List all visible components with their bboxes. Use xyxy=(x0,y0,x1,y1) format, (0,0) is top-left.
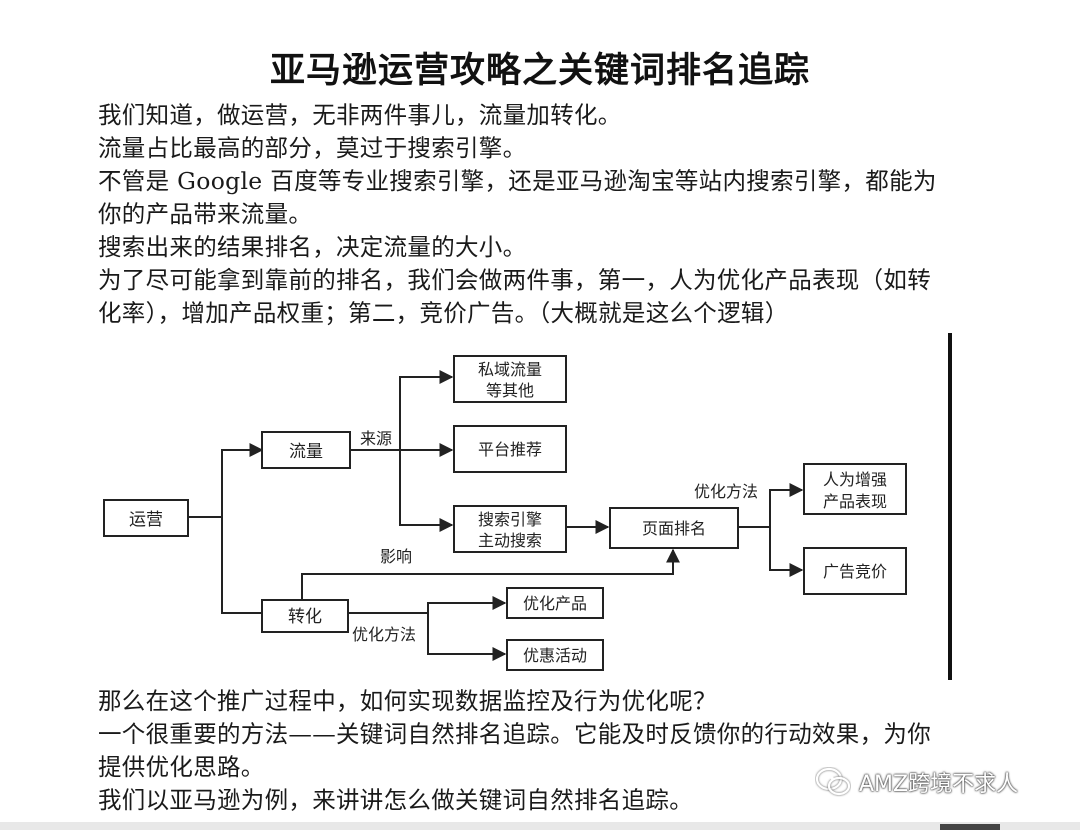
node-label: 等其他 xyxy=(486,381,534,400)
edge-label-youhua-top: 优化方法 xyxy=(694,482,758,501)
node-label: 优化产品 xyxy=(523,594,587,613)
node-label: 广告竞价 xyxy=(823,562,887,581)
intro-line: 搜索出来的结果排名，决定流量的大小。 xyxy=(98,233,527,261)
node-label: 平台推荐 xyxy=(478,440,542,459)
node-label: 主动搜索 xyxy=(478,531,542,550)
node-label: 运营 xyxy=(129,510,163,530)
node-label: 页面排名 xyxy=(642,519,706,538)
node-label: 优惠活动 xyxy=(523,646,587,665)
node-youhui: 优惠活动 xyxy=(506,639,604,671)
bottom-strip xyxy=(0,822,1080,830)
node-label: 产品表现 xyxy=(823,492,887,511)
node-guanggao: 广告竞价 xyxy=(803,547,907,595)
node-yemian: 页面排名 xyxy=(609,507,739,549)
intro-line: 化率），增加产品权重；第二，竞价广告。（大概就是这么个逻辑） xyxy=(98,299,789,327)
edge-label-youhua-bottom: 优化方法 xyxy=(352,625,416,644)
article-title: 亚马逊运营攻略之关键词排名追踪 xyxy=(269,51,810,91)
edge-label-yingxiang: 影响 xyxy=(380,547,412,566)
node-zhuanhua: 转化 xyxy=(261,599,349,633)
node-label: 搜索引擎 xyxy=(478,510,542,529)
wechat-icon xyxy=(815,767,851,796)
node-label: 转化 xyxy=(288,607,322,627)
intro-line: 我们知道，做运营，无非两件事儿，流量加转化。 xyxy=(98,101,622,129)
node-yunying: 运营 xyxy=(103,499,189,537)
node-label: 人为增强 xyxy=(823,470,887,489)
bottom-scroll-mark xyxy=(940,824,1000,830)
node-pingtai: 平台推荐 xyxy=(453,425,567,473)
operations-flow-diagram: 运营 流量 转化 私域流量 等其他 平台推荐 搜索引擎 主动搜索 页面排名 人为… xyxy=(103,333,952,680)
diagram-edges xyxy=(188,370,804,661)
node-sousuo: 搜索引擎 主动搜索 xyxy=(453,505,567,553)
node-youhua-chanpin: 优化产品 xyxy=(506,587,604,619)
outro-line: 那么在这个推广过程中，如何实现数据监控及行为优化呢？ xyxy=(98,687,717,715)
outro-line: 一个很重要的方法——关键词自然排名追踪。它能及时反馈你的行动效果，为你 xyxy=(98,720,931,748)
intro-line: 流量占比最高的部分，莫过于搜索引擎。 xyxy=(98,134,527,162)
node-label: 私域流量 xyxy=(478,360,542,379)
node-siyu: 私域流量 等其他 xyxy=(453,355,567,403)
watermark-text: AMZ跨境不求人 xyxy=(859,772,1019,797)
intro-line: 你的产品带来流量。 xyxy=(98,200,313,228)
edge-label-laiyuan: 来源 xyxy=(360,429,392,448)
watermark: AMZ跨境不求人 xyxy=(815,765,1018,799)
outro-line: 我们以亚马逊为例，来讲讲怎么做关键词自然排名追踪。 xyxy=(98,786,693,814)
node-label: 流量 xyxy=(289,442,323,462)
node-renwei: 人为增强 产品表现 xyxy=(803,463,907,515)
intro-paragraph: 我们知道，做运营，无非两件事儿，流量加转化。 流量占比最高的部分，莫过于搜索引擎… xyxy=(98,99,978,330)
node-liuliang: 流量 xyxy=(261,431,351,469)
intro-line: 不管是 Google 百度等专业搜索引擎，还是亚马逊淘宝等站内搜索引擎，都能为 xyxy=(98,167,937,195)
outro-paragraph: 那么在这个推广过程中，如何实现数据监控及行为优化呢？ 一个很重要的方法——关键词… xyxy=(98,685,978,817)
outro-line: 提供优化思路。 xyxy=(98,753,265,781)
intro-line: 为了尽可能拿到靠前的排名，我们会做两件事，第一，人为优化产品表现（如转 xyxy=(98,266,931,294)
